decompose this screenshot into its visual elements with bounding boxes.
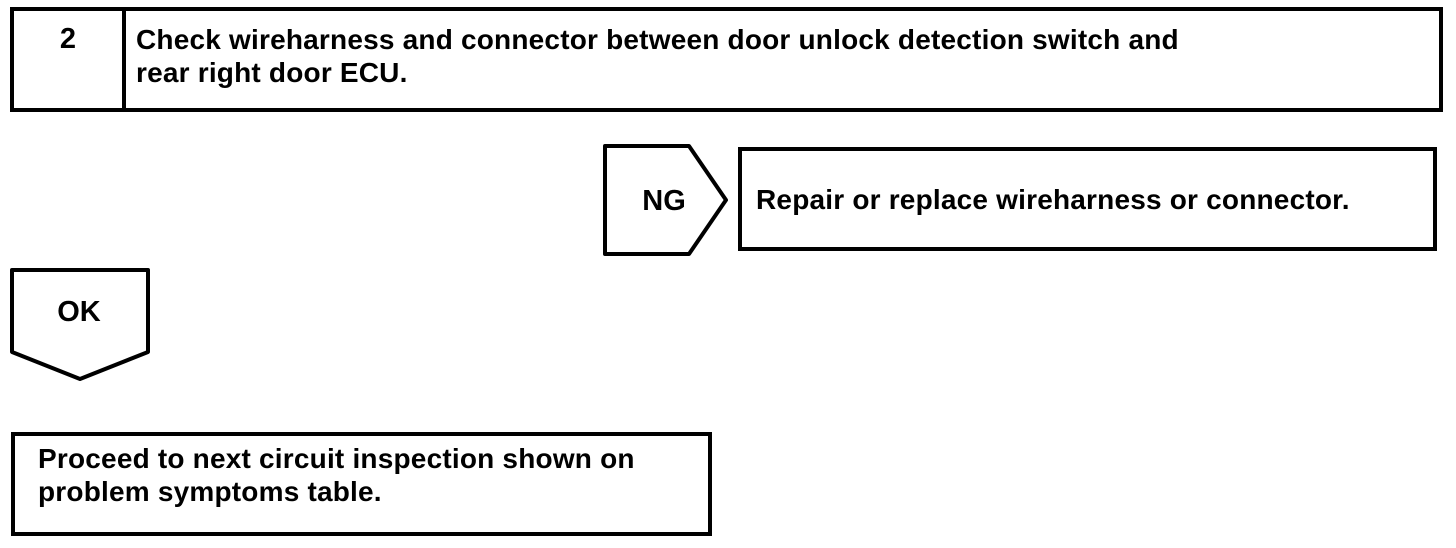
step-instruction-line-2: rear right door ECU. [136, 57, 408, 88]
step-number-cell: 2 [14, 11, 126, 108]
ok-connector: OK [10, 268, 150, 381]
step-box: 2 Check wireharness and connector betwee… [10, 7, 1443, 112]
ok-pentagon-shape [10, 268, 150, 381]
ng-action-text: Repair or replace wireharness or connect… [756, 183, 1350, 215]
ok-action-line-1: Proceed to next circuit inspection shown… [38, 443, 635, 474]
ng-connector: NG [603, 144, 728, 256]
ng-label: NG [642, 185, 686, 217]
step-number: 2 [59, 23, 77, 55]
ok-action-box: Proceed to next circuit inspection shown… [11, 432, 712, 536]
step-instruction-line-1: Check wireharness and connector between … [136, 24, 1179, 55]
step-instruction: Check wireharness and connector between … [126, 11, 1189, 108]
ok-label: OK [57, 296, 101, 328]
ng-pentagon-shape [603, 144, 728, 256]
ok-action-line-2: problem symptoms table. [38, 476, 382, 507]
ng-action-box: Repair or replace wireharness or connect… [738, 147, 1437, 251]
